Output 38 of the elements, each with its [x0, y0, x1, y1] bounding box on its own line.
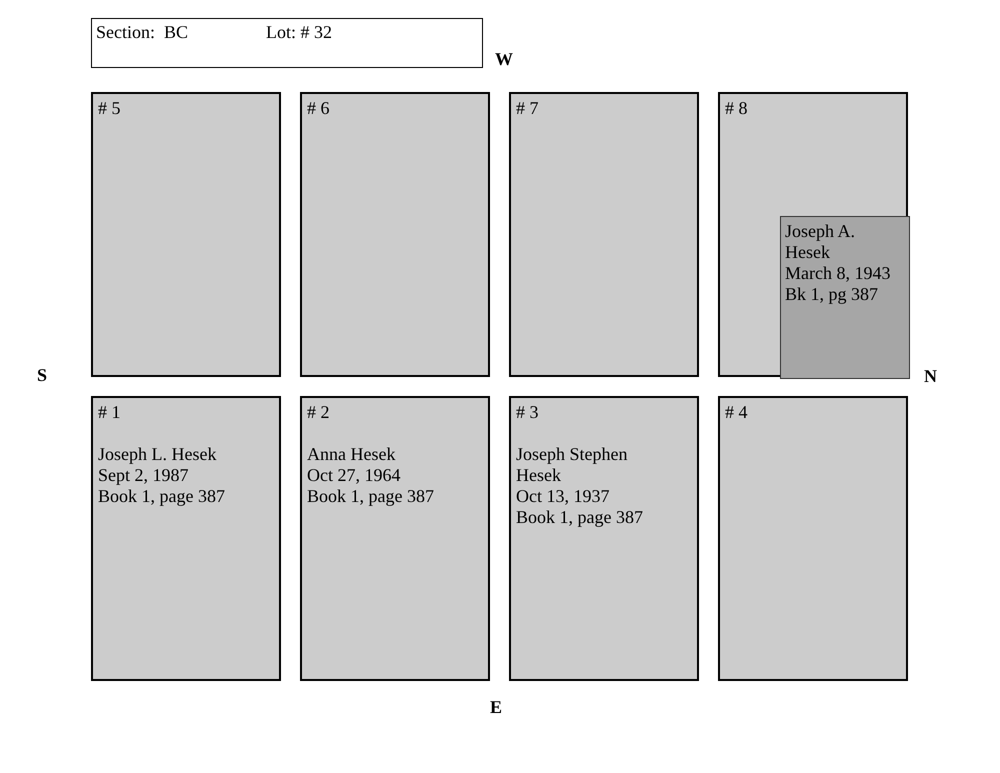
plot-number: # 5 [98, 98, 122, 119]
plot-text: Hesek [785, 242, 831, 263]
compass-label: N [924, 366, 937, 386]
plot-box [300, 396, 490, 681]
header-box [91, 18, 483, 68]
plot-number: # 7 [516, 98, 540, 119]
plot-number: # 4 [725, 402, 748, 423]
plot-text: Oct 13, 1937 [516, 486, 610, 507]
plot-box [509, 92, 699, 377]
plot-text: Book 1, page 387 [516, 507, 644, 528]
plot-text: Bk 1, pg 387 [785, 284, 880, 305]
plot-number: # 1 [98, 402, 122, 423]
plot-text: Lot: # 32 [266, 22, 332, 44]
plot-text: Joseph A. [785, 221, 856, 242]
compass-label: E [490, 697, 502, 717]
plot-text: Section: BC [96, 22, 188, 44]
plot-number: # 3 [516, 402, 540, 423]
plot-text: Joseph L. Hesek [98, 444, 218, 465]
burial-box [780, 216, 910, 379]
compass-label: W [495, 49, 513, 69]
plot-box [91, 396, 281, 681]
plot-text: Joseph Stephen [516, 444, 628, 465]
plot-number: # 6 [307, 98, 330, 119]
plot-text: Sept 2, 1987 [98, 465, 190, 486]
plot-box [300, 92, 490, 377]
plot-text: Book 1, page 387 [98, 486, 226, 507]
plot-text: Oct 27, 1964 [307, 465, 402, 486]
plot-box [509, 396, 699, 681]
plot-number: # 2 [307, 402, 330, 423]
plot-number: # 8 [725, 98, 748, 119]
plot-box [718, 396, 908, 681]
plot-text: Anna Hesek [307, 444, 396, 465]
plot-box [718, 92, 908, 377]
plot-text: March 8, 1943 [785, 263, 892, 284]
plot-box [91, 92, 281, 377]
compass-label: S [37, 365, 48, 385]
plot-text: Book 1, page 387 [307, 486, 435, 507]
plot-text: Hesek [516, 465, 562, 486]
